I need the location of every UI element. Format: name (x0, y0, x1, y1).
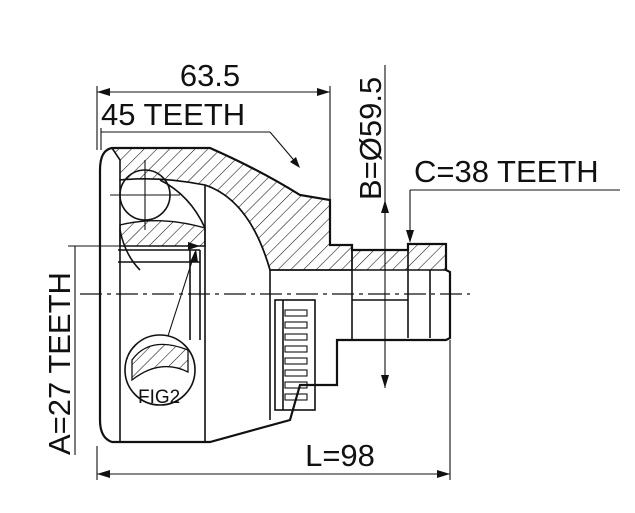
diameter-label: B=Ø59.5 (353, 77, 388, 200)
outer-teeth-callout: 45 TEETH (100, 97, 300, 168)
outer-teeth-label: 45 TEETH (101, 97, 245, 132)
c-teeth-callout: C=38 TEETH (406, 154, 620, 243)
dimension-63-5: 63.5 (96, 58, 331, 200)
a-teeth-callout: A=27 TEETH (42, 242, 200, 455)
dimension-diameter: B=Ø59.5 (353, 65, 389, 388)
length-label: L=98 (305, 438, 375, 473)
joint-body (98, 146, 452, 444)
c-teeth-label: C=38 TEETH (414, 154, 599, 189)
dimension-63-5-label: 63.5 (180, 58, 240, 93)
dimension-length: L=98 (96, 340, 451, 480)
a-teeth-label: A=27 TEETH (42, 272, 77, 455)
abs-ring (274, 299, 316, 411)
fig2-label: FIG2 (138, 387, 180, 408)
fig2-detail: FIG2 (124, 249, 198, 408)
